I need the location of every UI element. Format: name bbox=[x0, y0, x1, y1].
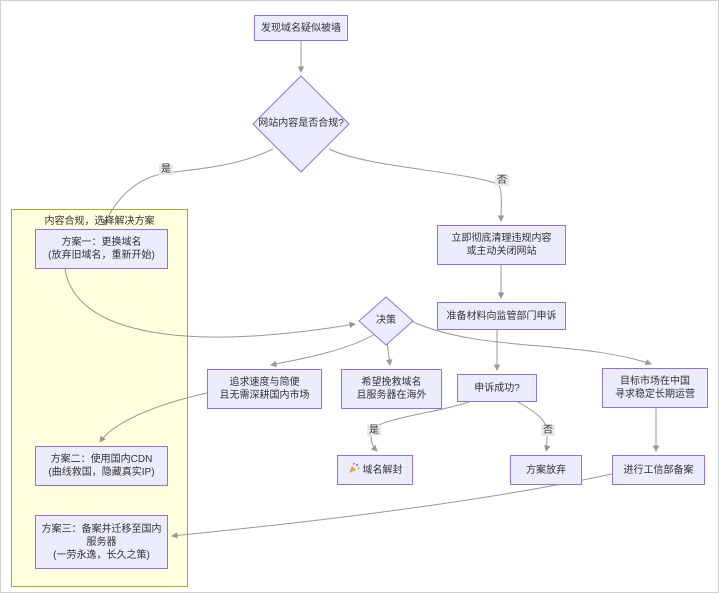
node-speed: 追求速度与简便 且无需深耕国内市场 bbox=[207, 369, 322, 409]
edge-plan1-to-decision bbox=[64, 268, 356, 338]
node-save-domain-line2: 且服务器在海外 bbox=[356, 390, 427, 401]
edge-label-compliant-yes: 是 bbox=[159, 164, 173, 175]
node-appeal: 准备材料向监管部门申诉 bbox=[437, 302, 566, 330]
node-start: 发现域名疑似被墙 bbox=[254, 15, 348, 41]
edge-label-appeal-yes: 是 bbox=[367, 425, 381, 436]
node-plan3-line3: (一劳永逸，长久之策) bbox=[53, 549, 150, 561]
node-cleanup-line2: 或主动关闭网站 bbox=[466, 246, 537, 257]
edge-speed-to-plan2 bbox=[99, 392, 208, 443]
node-save-domain-line1: 希望挽救域名 bbox=[361, 377, 422, 388]
node-target-market-line2: 寻求稳定长期运营 bbox=[615, 389, 695, 400]
node-plan2-line2: (曲线救国，隐藏真实IP) bbox=[48, 467, 155, 478]
node-unblock: 域名解封 bbox=[337, 455, 413, 485]
node-unblock-label: 域名解封 bbox=[362, 464, 403, 476]
node-speed-line2: 且无需深耕国内市场 bbox=[219, 390, 310, 401]
edge-decision-to-speed bbox=[270, 333, 376, 368]
node-beian-label: 进行工信部备案 bbox=[623, 464, 694, 476]
node-target-market: 目标市场在中国 寻求稳定长期运营 bbox=[602, 368, 708, 408]
node-beian: 进行工信部备案 bbox=[612, 455, 705, 485]
node-appeal-label: 准备材料向监管部门申诉 bbox=[446, 310, 557, 322]
edge-success-yes-to-unblock bbox=[370, 401, 470, 452]
node-abandon-label: 方案放弃 bbox=[526, 464, 566, 476]
node-compliance-check-label: 网站内容是否合规? bbox=[258, 118, 344, 129]
node-plan3: 方案三：备案并迁移至国内 服务器 (一劳永逸，长久之策) bbox=[35, 515, 168, 569]
edge-beian-to-plan3 bbox=[171, 473, 613, 539]
node-cleanup: 立即彻底清理违规内容 或主动关闭网站 bbox=[437, 225, 566, 265]
node-target-market-line1: 目标市场在中国 bbox=[620, 376, 690, 387]
node-plan1: 方案一：更换域名 (放弃旧域名，重新开始) bbox=[35, 229, 168, 269]
node-appeal-success: 申诉成功? bbox=[457, 374, 537, 402]
node-abandon: 方案放弃 bbox=[510, 455, 582, 485]
node-plan1-line1: 方案一：更换域名 bbox=[61, 237, 142, 248]
edge-compliance-no-to-cleanup bbox=[328, 148, 505, 222]
node-plan3-line2: 服务器 bbox=[86, 536, 117, 548]
node-appeal-success-label: 申诉成功? bbox=[474, 382, 520, 394]
diamond-decision bbox=[358, 296, 414, 346]
edge-decision-to-save bbox=[386, 341, 393, 366]
node-plan2: 方案二：使用国内CDN (曲线救国，隐藏真实IP) bbox=[35, 446, 168, 486]
node-decision-label: 决策 bbox=[376, 315, 396, 326]
edge-label-appeal-no: 否 bbox=[541, 425, 555, 436]
subgraph-solutions-title: 内容合规，选择解决方案 bbox=[44, 216, 155, 227]
diamond-compliance-check bbox=[252, 75, 350, 173]
edge-label-compliant-no: 否 bbox=[495, 175, 509, 186]
edge-decision-to-target bbox=[410, 320, 652, 366]
node-cleanup-line1: 立即彻底清理违规内容 bbox=[451, 233, 552, 244]
node-save-domain: 希望挽救域名 且服务器在海外 bbox=[341, 369, 442, 409]
node-plan3-line1: 方案三：备案并迁移至国内 bbox=[41, 523, 162, 535]
node-plan1-line2: (放弃旧域名，重新开始) bbox=[48, 250, 155, 261]
node-start-label: 发现域名疑似被墙 bbox=[261, 22, 341, 34]
node-plan2-line1: 方案二：使用国内CDN bbox=[50, 454, 153, 465]
node-speed-line1: 追求速度与简便 bbox=[229, 377, 300, 388]
party-popper-icon bbox=[348, 462, 360, 478]
